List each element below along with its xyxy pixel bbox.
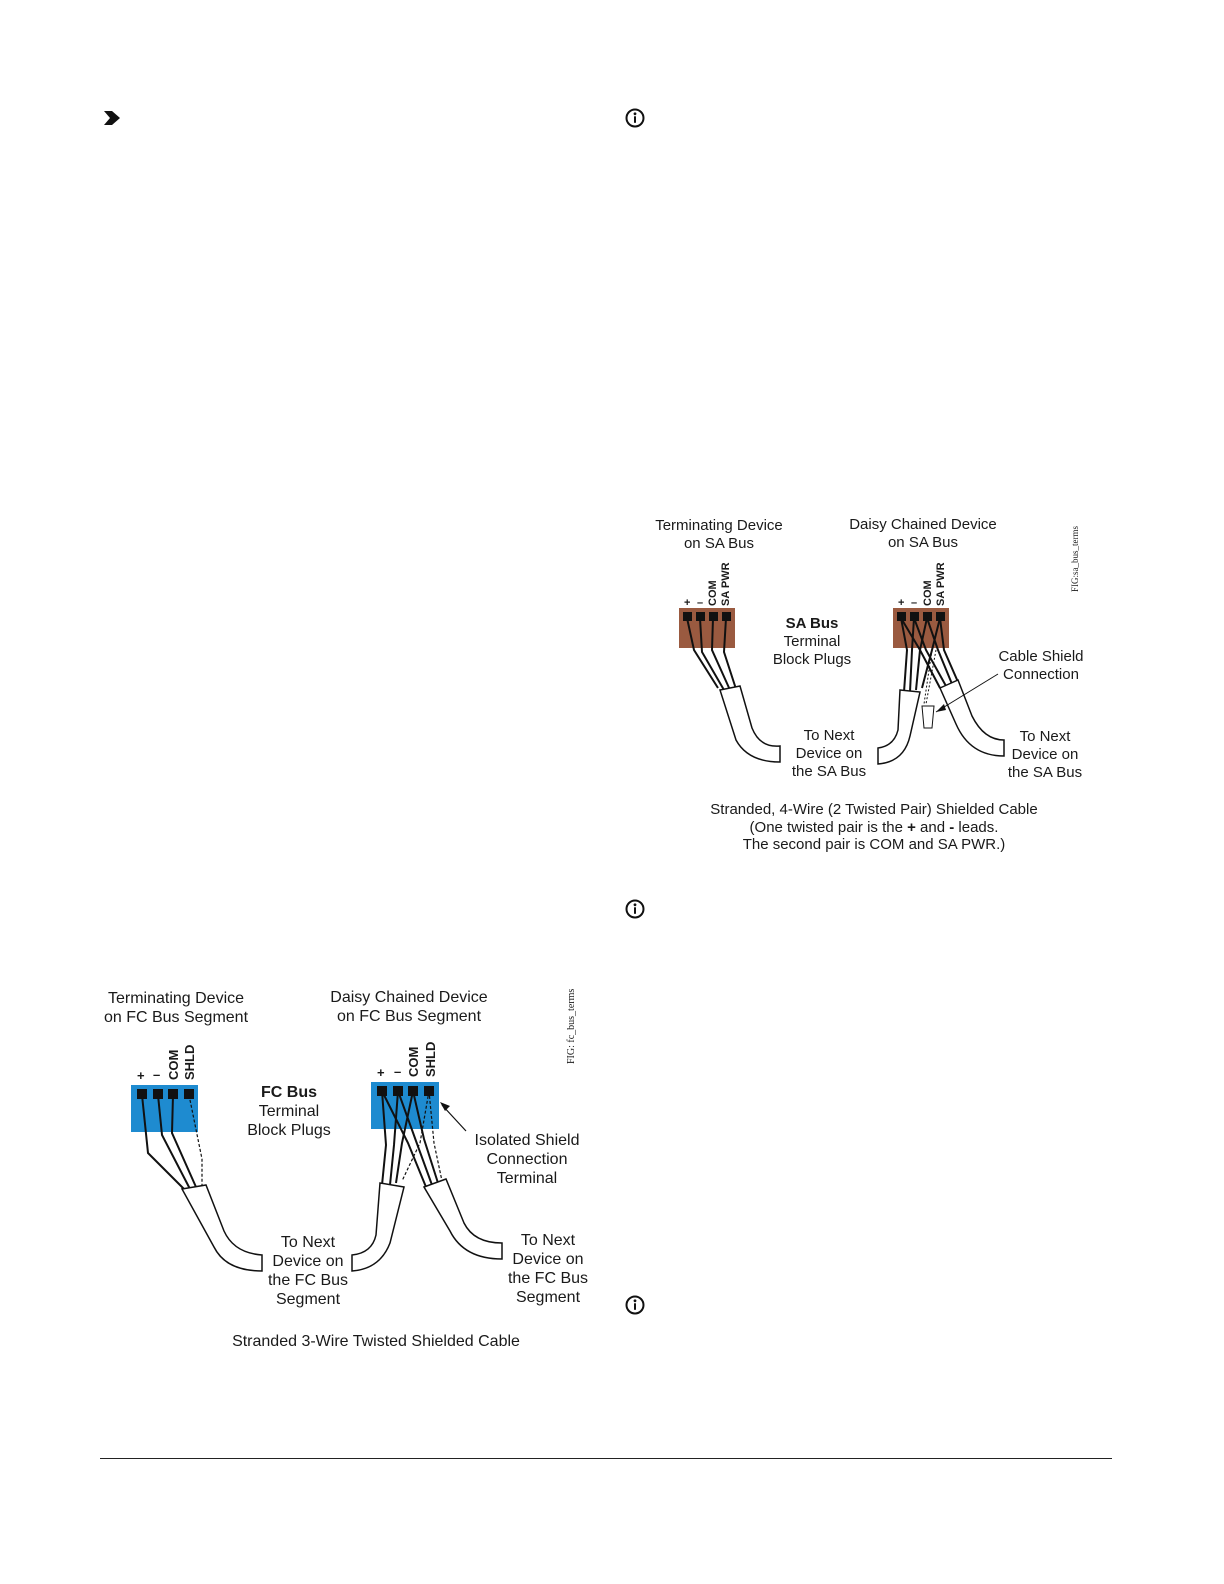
sa-caption-line2: (One twisted pair is the + and - leads.: [750, 819, 999, 836]
fc-term-plus-right: +: [377, 1065, 385, 1080]
sa-bus-terminal-figure: Terminating Device on SA Bus Daisy Chain…: [620, 500, 1100, 870]
fc-bus-terminal-figure: Terminating Device on FC Bus Segment Dai…: [90, 975, 600, 1360]
sa-caption-line3: The second pair is COM and SA PWR.): [743, 836, 1006, 853]
sa-term-plus-right: +: [898, 597, 904, 609]
fc-daisy-label-line1: Daisy Chained Device: [330, 989, 488, 1006]
fc-terminating-label-line1: Terminating Device: [108, 990, 244, 1007]
fc-center-title: FC Bus: [261, 1084, 317, 1101]
sa-next-right-2: Device on: [1012, 746, 1079, 763]
sa-term-minus-left: –: [697, 597, 703, 609]
sa-next-left-2: Device on: [796, 745, 863, 762]
fc-term-shld-left: SHLD: [182, 1045, 197, 1080]
fc-term-minus-left: –: [153, 1067, 160, 1082]
sa-term-minus-right: –: [911, 597, 917, 609]
fc-next-left-1: To Next: [281, 1234, 336, 1251]
sa-figure-tag: FIG:sa_bus_terms: [1070, 526, 1080, 592]
sa-cable-middle: [877, 689, 921, 765]
fc-next-left-3: the FC Bus: [268, 1272, 348, 1289]
sa-cable-right: [939, 678, 1005, 757]
fc-term-minus-right: –: [394, 1064, 401, 1079]
sa-term-sapwr-left: SA PWR: [720, 562, 732, 606]
fc-shield-label-2: Connection: [487, 1151, 568, 1168]
fc-shield-label-1: Isolated Shield: [475, 1132, 580, 1149]
sa-center-sub-1: Terminal: [784, 633, 841, 650]
sa-shield-lug-icon: [921, 705, 935, 729]
fc-term-com-left: COM: [166, 1050, 181, 1080]
fc-next-right-1: To Next: [521, 1232, 576, 1249]
sa-next-right-3: the SA Bus: [1008, 764, 1082, 781]
fc-cable-right: [422, 1178, 503, 1260]
sa-next-left-3: the SA Bus: [792, 763, 866, 780]
sa-terminating-label-line2: on SA Bus: [684, 535, 754, 552]
sa-term-sapwr-right: SA PWR: [935, 562, 947, 606]
fc-cable-middle: [351, 1182, 405, 1272]
fc-terminating-label-line2: on FC Bus Segment: [104, 1009, 249, 1026]
sa-daisy-label-line2: on SA Bus: [888, 534, 958, 551]
chevron-arrow-icon: [103, 110, 121, 126]
fc-cable-left: [180, 1184, 263, 1272]
sa-caption-line1: Stranded, 4-Wire (2 Twisted Pair) Shield…: [710, 801, 1037, 818]
fc-next-left-4: Segment: [276, 1291, 341, 1308]
fc-next-right-3: the FC Bus: [508, 1270, 588, 1287]
fc-shield-label-3: Terminal: [497, 1170, 557, 1187]
fc-term-shld-right: SHLD: [423, 1042, 438, 1077]
info-circle-icon: [624, 898, 646, 920]
info-circle-icon: [624, 107, 646, 129]
fc-term-plus-left: +: [137, 1068, 145, 1083]
info-circle-icon: [624, 1294, 646, 1316]
fc-term-com-right: COM: [406, 1047, 421, 1077]
footer-rule: [100, 1458, 1112, 1459]
sa-term-com-left: COM: [707, 580, 719, 606]
sa-next-right-1: To Next: [1020, 728, 1072, 745]
fc-caption: Stranded 3-Wire Twisted Shielded Cable: [232, 1333, 520, 1350]
sa-daisy-label-line1: Daisy Chained Device: [849, 516, 997, 533]
sa-center-sub-2: Block Plugs: [773, 651, 851, 668]
fc-daisy-label-line2: on FC Bus Segment: [337, 1008, 482, 1025]
sa-shield-label-1: Cable Shield: [998, 648, 1083, 665]
fc-figure-tag: FIG: fc_bus_terms: [566, 989, 577, 1064]
sa-term-com-right: COM: [922, 580, 934, 606]
fc-next-right-2: Device on: [512, 1251, 583, 1268]
sa-cable-left: [719, 685, 781, 763]
fc-center-sub-2: Block Plugs: [247, 1122, 331, 1139]
fc-next-right-4: Segment: [516, 1289, 581, 1306]
sa-terminating-label-line1: Terminating Device: [655, 517, 783, 534]
fc-next-left-2: Device on: [272, 1253, 343, 1270]
sa-next-left-1: To Next: [804, 727, 856, 744]
sa-shield-label-2: Connection: [1003, 666, 1079, 683]
sa-center-title: SA Bus: [786, 615, 839, 632]
sa-term-plus-left: +: [684, 597, 690, 609]
fc-center-sub-1: Terminal: [259, 1103, 319, 1120]
